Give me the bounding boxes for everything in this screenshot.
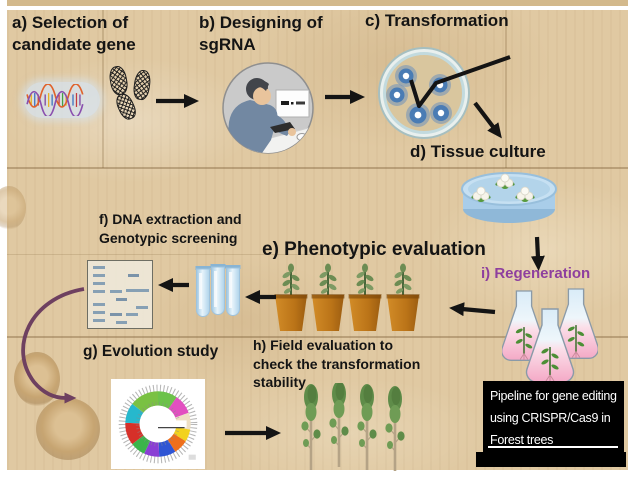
caption-box: Pipeline for gene editing using CRISPR/C… bbox=[483, 381, 624, 453]
wood-knot bbox=[36, 398, 100, 460]
petri-dish-callus-icon bbox=[461, 172, 557, 223]
step-g-text: g) Evolution study bbox=[83, 343, 219, 360]
plank-seam bbox=[7, 254, 357, 255]
step-f-line1: f) DNA extraction and bbox=[99, 211, 242, 227]
wood-plank-top-strip bbox=[7, 0, 628, 6]
gel-electrophoresis-icon bbox=[87, 260, 153, 329]
culture-flasks-icon bbox=[502, 288, 598, 383]
step-a-line2: candidate gene bbox=[12, 35, 136, 55]
step-e-text: e) Phenotypic evaluation bbox=[262, 239, 486, 260]
step-f-label: f) DNA extraction and Genotypic screenin… bbox=[99, 210, 242, 247]
step-h-label: h) Field evaluation to check the transfo… bbox=[253, 336, 420, 392]
step-a-label: a) Selection of candidate gene bbox=[12, 12, 136, 56]
step-c-label: c) Transformation bbox=[365, 10, 509, 32]
plank-seam bbox=[102, 10, 104, 168]
caption-underline bbox=[488, 446, 618, 448]
petri-dish-cells-icon bbox=[378, 47, 470, 139]
caption-line1: Pipeline for gene editing bbox=[490, 389, 617, 403]
step-e-label: e) Phenotypic evaluation bbox=[262, 238, 486, 263]
step-h-line1: h) Field evaluation to bbox=[253, 337, 394, 353]
step-a-line1: a) Selection of bbox=[12, 13, 129, 32]
dna-helix-icon bbox=[26, 84, 84, 116]
caption-shadow-bar bbox=[476, 452, 626, 467]
plank-seam bbox=[7, 167, 628, 169]
wood-knot bbox=[14, 352, 60, 406]
test-tubes-icon bbox=[195, 264, 241, 317]
step-g-label: g) Evolution study bbox=[83, 342, 218, 362]
step-c-text: c) Transformation bbox=[365, 11, 509, 30]
step-d-text: d) Tissue culture bbox=[410, 142, 546, 161]
step-f-line2: Genotypic screening bbox=[99, 229, 238, 246]
step-b-label: b) Designing of sgRNA bbox=[199, 12, 323, 56]
caption-line2: using CRISPR/Cas9 in bbox=[490, 411, 611, 425]
step-b-line2: sgRNA bbox=[199, 35, 256, 55]
wood-knot bbox=[0, 186, 26, 230]
potted-plants-icon bbox=[273, 263, 421, 332]
step-i-text: i) Regeneration bbox=[481, 265, 591, 282]
step-h-line2: check the transformation bbox=[253, 355, 421, 372]
step-b-line1: b) Designing of bbox=[199, 13, 323, 32]
step-h-line3: stability bbox=[253, 374, 306, 391]
field-trees-icon bbox=[300, 383, 406, 471]
researcher-computer-icon bbox=[222, 62, 314, 154]
caption-line3: Forest trees bbox=[490, 433, 554, 447]
step-i-label: i) Regeneration bbox=[481, 264, 590, 284]
step-d-label: d) Tissue culture bbox=[410, 141, 546, 163]
plank-seam bbox=[7, 336, 628, 338]
phylogenetic-tree-icon bbox=[111, 379, 205, 469]
